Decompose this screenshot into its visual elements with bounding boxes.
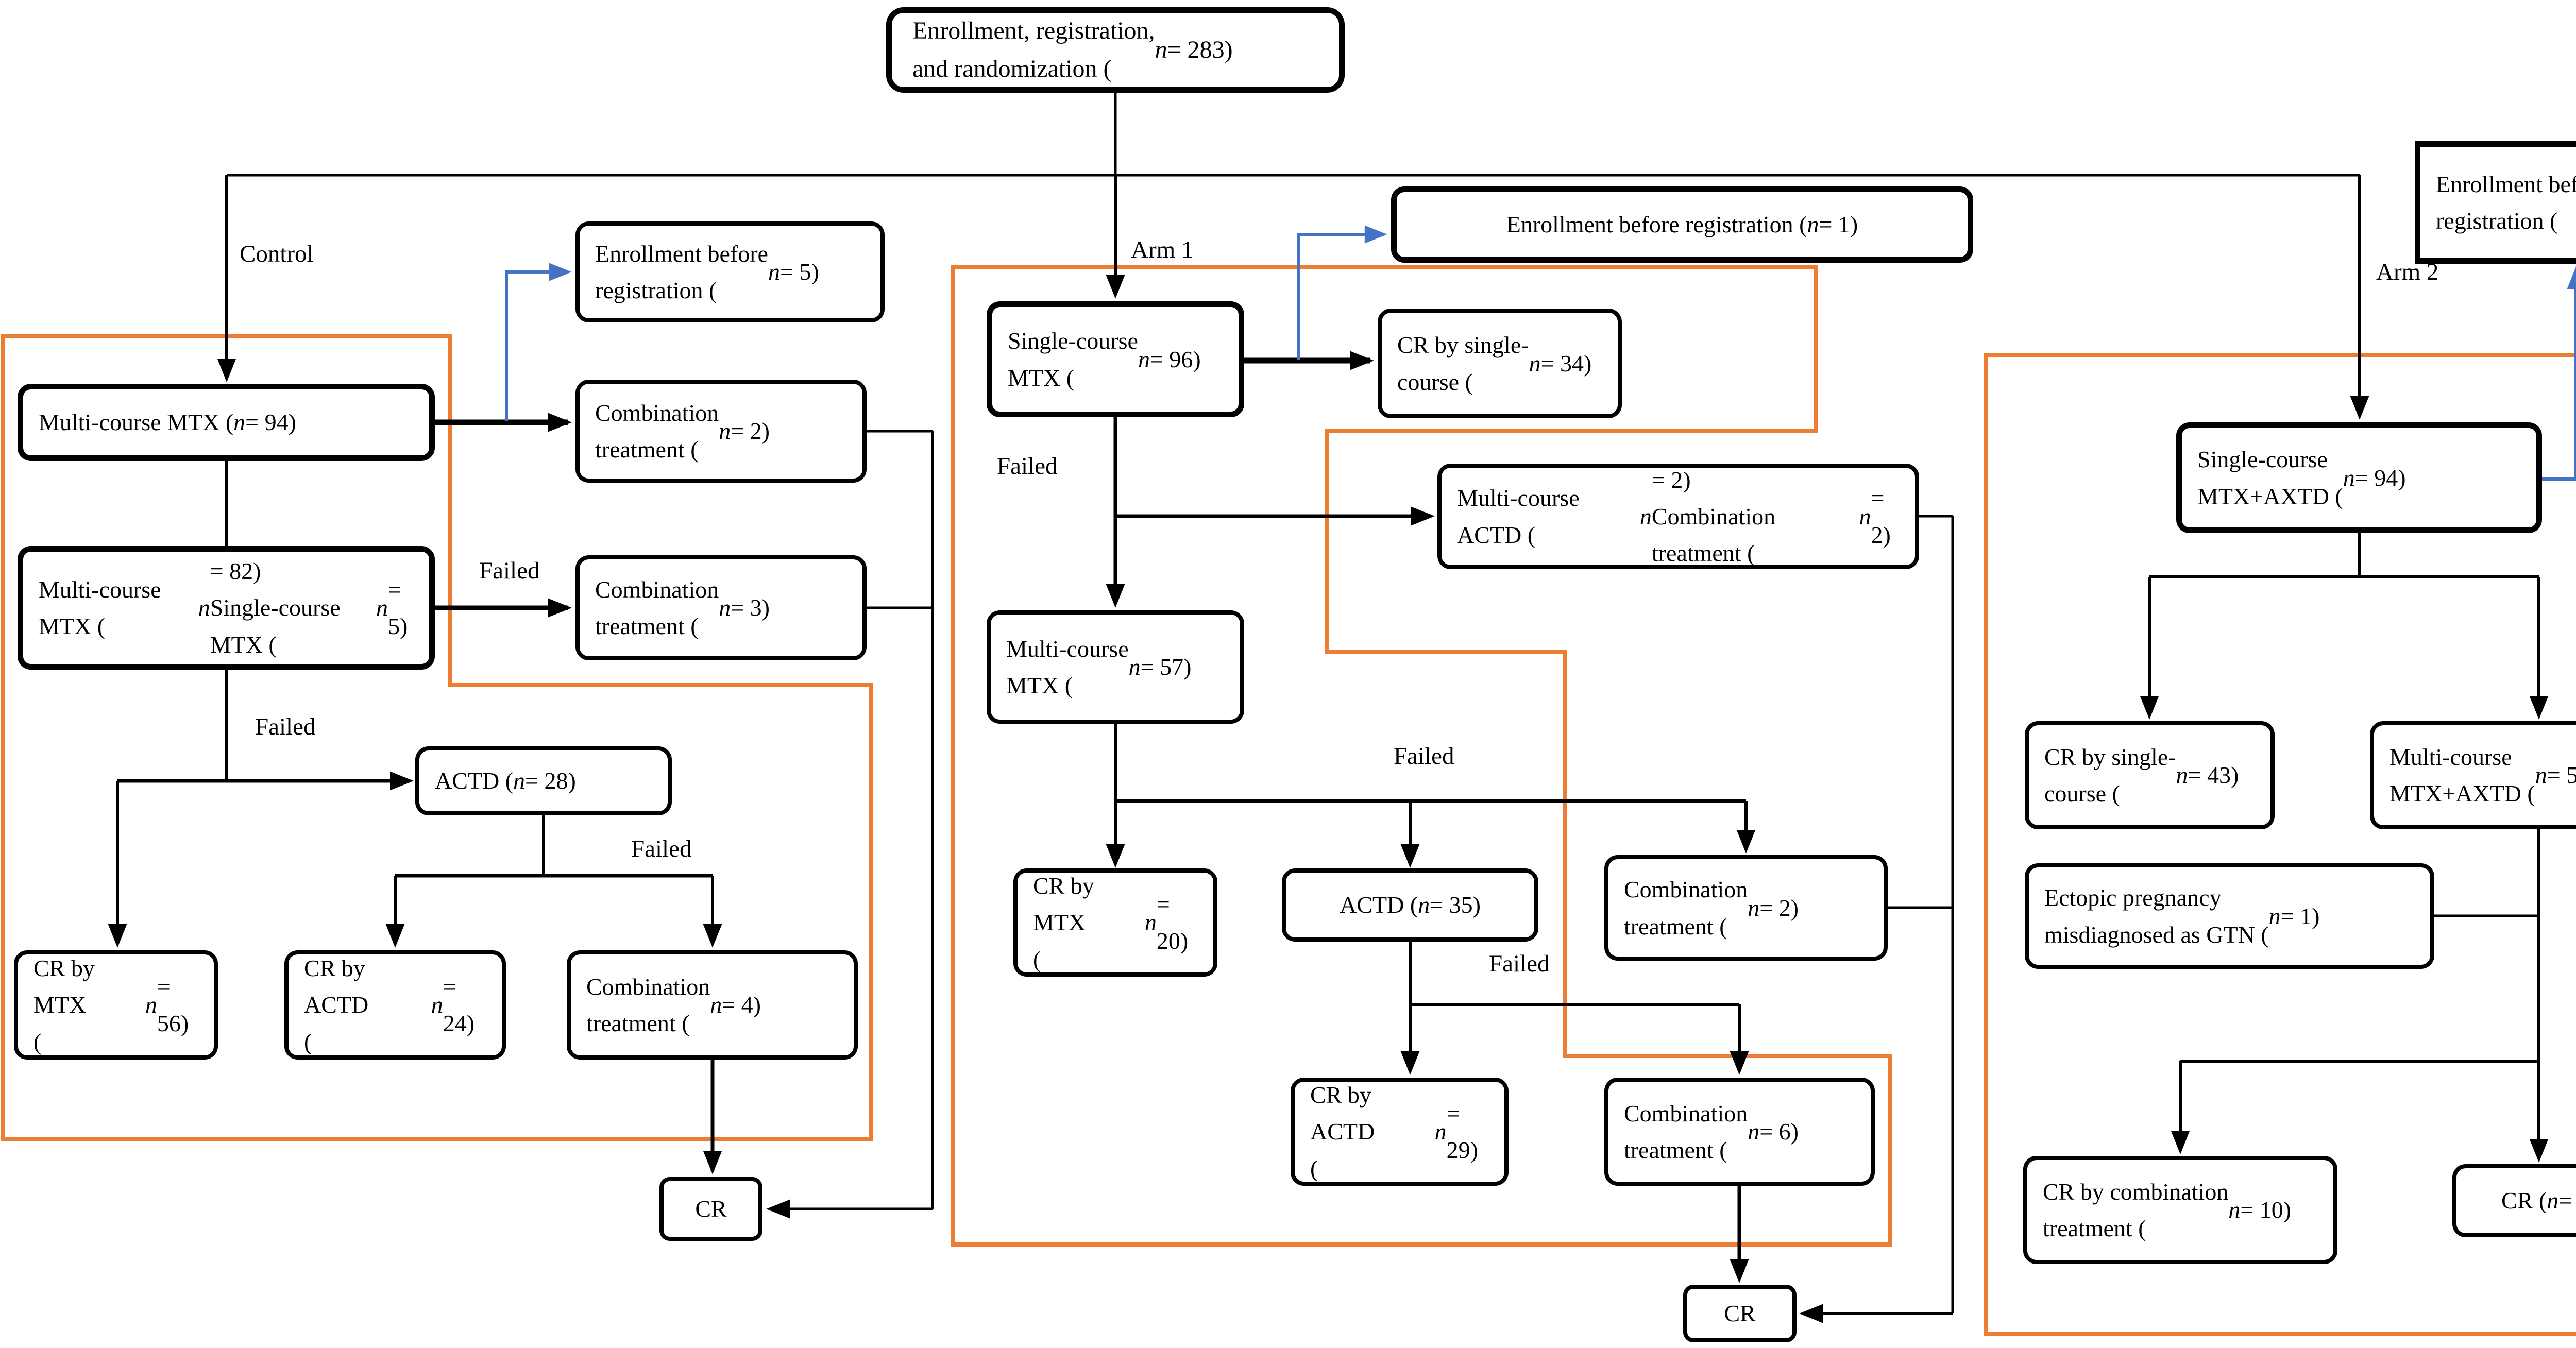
node-control-actd-28: ACTD (n = 28) bbox=[415, 746, 672, 815]
node-enrollment-randomization: Enrollment, registration, and randomizat… bbox=[886, 7, 1345, 93]
blue-arrow-arm1-deviation bbox=[1297, 225, 1387, 360]
branch-label-arm1: Arm 1 bbox=[1131, 236, 1194, 263]
node-arm2-cr-by-single-course-43: CR by single- course (n = 43) bbox=[2025, 721, 2275, 829]
node-control-combination-treatment-3: Combination treatment (n = 3) bbox=[575, 555, 867, 660]
edge-label-failed-control-2: Failed bbox=[255, 713, 316, 740]
orange-group-control bbox=[1, 334, 873, 1141]
branch-label-arm2: Arm 2 bbox=[2376, 259, 2439, 285]
edge-label-failed-arm1-3: Failed bbox=[1489, 950, 1550, 977]
node-arm2-ectopic-pregnancy-gtn-1: Ectopic pregnancy misdiagnosed as GTN (n… bbox=[2025, 863, 2434, 969]
node-arm1-combination-treatment-6: Combination treatment (n = 6) bbox=[1604, 1078, 1875, 1186]
node-arm1-actd-35: ACTD (n = 35) bbox=[1282, 868, 1538, 942]
blue-arrow-arm2-deviation bbox=[2542, 266, 2576, 481]
node-arm2-cr-by-combination-treatment-10: CR by combination treatment (n = 10) bbox=[2023, 1156, 2337, 1264]
node-control-cr-by-mtx-56: CR by MTX (n = 56) bbox=[14, 950, 218, 1060]
edge-label-failed-control-3: Failed bbox=[631, 835, 692, 862]
orange-group-arm2 bbox=[1984, 353, 2576, 1336]
node-arm2-enrollment-before-registration-1: Enrollment before registration (n = 1) bbox=[2415, 141, 2576, 264]
node-arm1-cr: CR bbox=[1683, 1285, 1797, 1342]
node-control-mtx82-mtx5: Multi-course MTX (n = 82) Single-course … bbox=[18, 546, 435, 670]
node-arm1-cr-by-actd-29: CR by ACTD (n = 29) bbox=[1291, 1078, 1509, 1186]
node-arm1-single-course-mtx-96: Single-course MTX (n = 96) bbox=[987, 301, 1244, 417]
node-arm2-cr-39: CR (n = 39) bbox=[2452, 1164, 2576, 1237]
node-control-enrollment-before-registration-5: Enrollment before registration (n = 5) bbox=[575, 221, 885, 322]
node-arm1-cr-by-single-course-34: CR by single- course (n = 34) bbox=[1378, 309, 1622, 418]
node-arm2-multi-course-mtx-axtd-50: Multi-course MTX+AXTD (n = 50) bbox=[2370, 721, 2576, 829]
orange-group-arm1 bbox=[951, 265, 1892, 1247]
node-control-combination-treatment-4: Combination treatment (n = 4) bbox=[567, 950, 858, 1060]
edge-label-failed-arm1-2: Failed bbox=[1394, 743, 1454, 770]
node-control-combination-treatment-2: Combination treatment (n = 2) bbox=[575, 380, 867, 483]
branch-label-control: Control bbox=[240, 241, 314, 267]
blue-arrow-control-deviation bbox=[505, 263, 572, 421]
node-arm1-multi-course-mtx-57: Multi-course MTX (n = 57) bbox=[987, 610, 1244, 724]
edge-label-failed-control-1: Failed bbox=[479, 557, 540, 584]
node-arm1-enrollment-before-registration-1: Enrollment before registration (n = 1) bbox=[1391, 186, 1973, 263]
node-arm2-single-course-mtx-axtd-94: Single-course MTX+AXTD (n = 94) bbox=[2176, 422, 2542, 533]
node-arm1-combination-treatment-2: Combination treatment (n = 2) bbox=[1604, 855, 1888, 961]
edge-label-failed-arm1-1: Failed bbox=[997, 453, 1058, 480]
node-arm1-cr-by-mtx-20: CR by MTX (n = 20) bbox=[1013, 868, 1217, 977]
node-arm1-multi-course-actd-2-combination-2: Multi-course ACTD (n = 2) Combination tr… bbox=[1437, 464, 1919, 569]
node-control-multi-course-mtx-94: Multi-course MTX (n = 94) bbox=[18, 384, 435, 461]
node-control-cr: CR bbox=[659, 1177, 762, 1241]
node-control-cr-by-actd-24: CR by ACTD (n = 24) bbox=[284, 950, 506, 1060]
